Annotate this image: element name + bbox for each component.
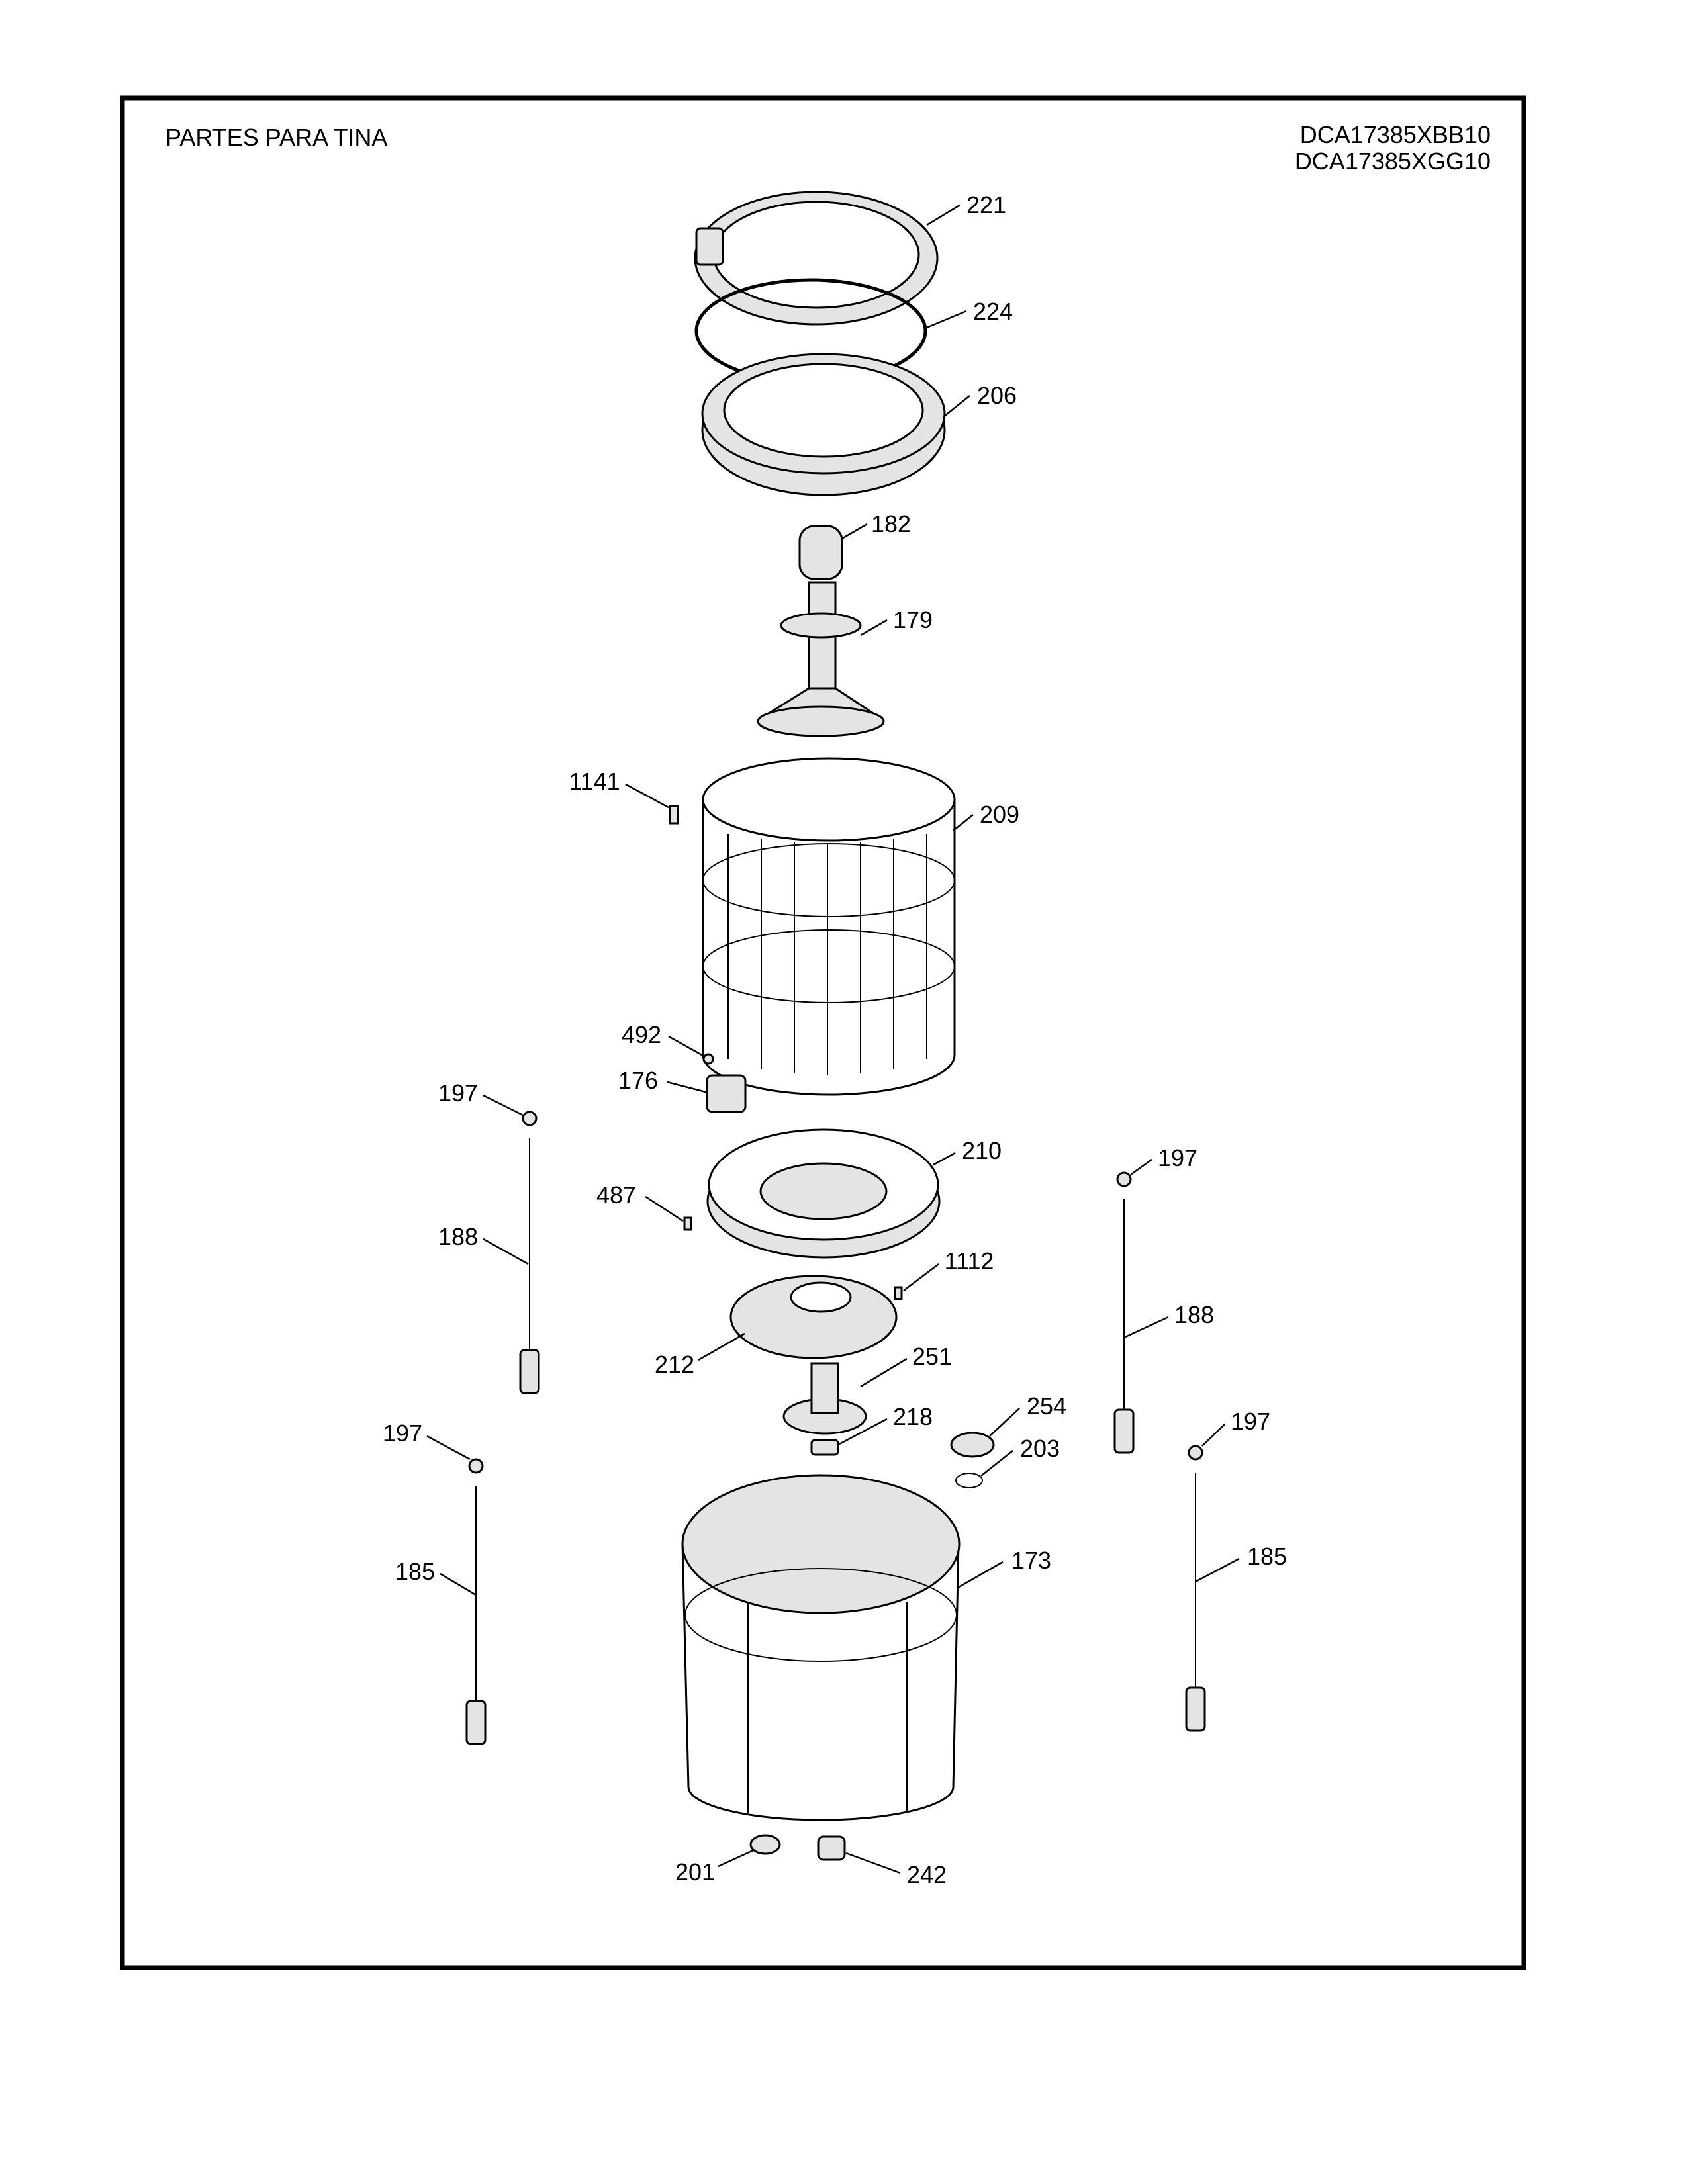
label-185: 185 — [395, 1558, 435, 1585]
label-173: 173 — [1011, 1547, 1051, 1574]
label-209: 209 — [980, 801, 1019, 828]
label-197: 197 — [383, 1420, 422, 1447]
label-212: 212 — [655, 1351, 694, 1378]
part-188-suspension-rod-left[interactable] — [519, 1111, 540, 1394]
part-209-wash-basket[interactable] — [702, 757, 956, 1096]
leader-lines — [426, 204, 1240, 1874]
part-221-tub-ring[interactable] — [694, 191, 939, 326]
label-242: 242 — [907, 1861, 947, 1888]
label-188: 188 — [1174, 1301, 1214, 1328]
label-201: 201 — [675, 1858, 715, 1886]
part-203-ring[interactable] — [955, 1473, 983, 1488]
model-number-1: DCA17385XBB10 — [1300, 121, 1491, 148]
model-number-2: DCA17385XGG10 — [1295, 148, 1491, 175]
label-224: 224 — [973, 298, 1013, 325]
part-179-agitator[interactable] — [757, 581, 885, 737]
part-1141-screw[interactable] — [669, 805, 679, 825]
part-218-nut[interactable] — [810, 1439, 839, 1456]
part-492-nut[interactable] — [702, 1053, 714, 1065]
label-218: 218 — [893, 1403, 933, 1430]
label-176: 176 — [618, 1067, 658, 1094]
label-1141: 1141 — [569, 768, 620, 795]
part-176-hub[interactable] — [706, 1074, 747, 1113]
label-197: 197 — [1158, 1144, 1197, 1171]
label-185: 185 — [1247, 1543, 1287, 1570]
part-182-agitator-cap[interactable] — [798, 525, 843, 580]
label-197: 197 — [438, 1079, 478, 1107]
label-179: 179 — [893, 606, 933, 633]
diagram-title: PARTES PARA TINA — [165, 124, 387, 151]
part-212-flange[interactable] — [729, 1275, 898, 1359]
label-188: 188 — [438, 1223, 478, 1250]
part-487-screw[interactable] — [683, 1216, 692, 1231]
label-221: 221 — [966, 191, 1006, 218]
part-1112-screw[interactable] — [894, 1286, 903, 1300]
part-188-suspension-rod-right[interactable] — [1113, 1171, 1135, 1454]
callout-labels: 221 224 206 182 179 1141 209 492 176 197… — [383, 191, 1287, 1888]
part-185-suspension-rod-right[interactable] — [1185, 1445, 1206, 1732]
label-210: 210 — [962, 1137, 1002, 1164]
part-242-bearing[interactable] — [817, 1835, 846, 1861]
part-173-outer-tub[interactable] — [681, 1474, 961, 1821]
label-251: 251 — [912, 1343, 952, 1370]
label-206: 206 — [977, 382, 1017, 409]
diagram-border — [120, 95, 1526, 1970]
part-210-impeller[interactable] — [706, 1128, 941, 1259]
label-203: 203 — [1020, 1435, 1060, 1462]
label-1112: 1112 — [945, 1248, 994, 1275]
part-185-suspension-rod-left[interactable] — [465, 1458, 487, 1745]
part-201-seal[interactable] — [749, 1834, 781, 1855]
part-254-gear[interactable] — [950, 1432, 995, 1458]
part-251-shaft-hub[interactable] — [782, 1362, 867, 1435]
label-182: 182 — [871, 510, 911, 537]
part-206-balance-ring[interactable] — [701, 353, 946, 496]
label-254: 254 — [1027, 1392, 1066, 1420]
label-487: 487 — [596, 1181, 636, 1208]
label-492: 492 — [622, 1021, 661, 1048]
label-197: 197 — [1231, 1408, 1270, 1435]
